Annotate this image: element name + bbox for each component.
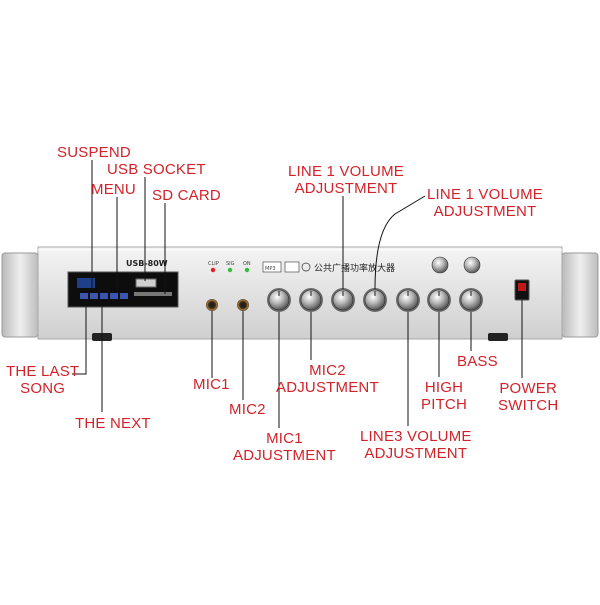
knob-row bbox=[267, 288, 483, 312]
callout-next: THE NEXT bbox=[75, 415, 151, 432]
callout-mic1: MIC1 bbox=[193, 376, 230, 393]
line3-volume-knob[interactable] bbox=[396, 288, 420, 312]
top-knob-right bbox=[463, 256, 481, 274]
on-led bbox=[244, 267, 250, 273]
left-rack-ear bbox=[1, 252, 39, 338]
sig-led bbox=[227, 267, 233, 273]
player-module bbox=[67, 271, 179, 308]
mic2-jack bbox=[237, 299, 249, 311]
right-rack-ear bbox=[561, 252, 599, 338]
mic1-adjust-knob[interactable] bbox=[267, 288, 291, 312]
panel-title-cn: 公共广播功率放大器 bbox=[314, 262, 395, 274]
callout-menu: MENU bbox=[91, 181, 136, 198]
clip-led bbox=[210, 267, 216, 273]
callout-suspend: SUSPEND bbox=[57, 144, 131, 161]
sd-card-slot bbox=[134, 292, 172, 296]
leader-lines bbox=[72, 160, 523, 428]
player-buttons bbox=[80, 293, 128, 299]
callout-bass: BASS bbox=[457, 353, 498, 370]
player-screen bbox=[77, 278, 95, 288]
right-foot bbox=[488, 333, 508, 341]
model-label: USB-80W bbox=[126, 259, 168, 268]
bluetooth-icon bbox=[301, 262, 311, 272]
callout-usb-socket: USB SOCKET bbox=[107, 161, 206, 178]
usb-socket-port bbox=[135, 278, 157, 288]
leader-last-song bbox=[72, 299, 87, 375]
bass-knob[interactable] bbox=[459, 288, 483, 312]
mic1-jack bbox=[206, 299, 218, 311]
line2-volume-knob[interactable] bbox=[363, 288, 387, 312]
top-knob-left bbox=[431, 256, 449, 274]
mp3-badge: MP3 bbox=[265, 266, 276, 272]
high-pitch-knob[interactable] bbox=[427, 288, 451, 312]
leader-line1-volume-b bbox=[374, 195, 426, 290]
callout-sd-card: SD CARD bbox=[152, 187, 221, 204]
mic2-adjust-knob[interactable] bbox=[299, 288, 323, 312]
led-label-sig: SIG bbox=[226, 261, 235, 267]
callout-mic2: MIC2 bbox=[229, 401, 266, 418]
led-label-clip: CLIP bbox=[208, 261, 219, 267]
line1-volume-knob[interactable] bbox=[331, 288, 355, 312]
led-label-on: ON bbox=[243, 261, 251, 267]
